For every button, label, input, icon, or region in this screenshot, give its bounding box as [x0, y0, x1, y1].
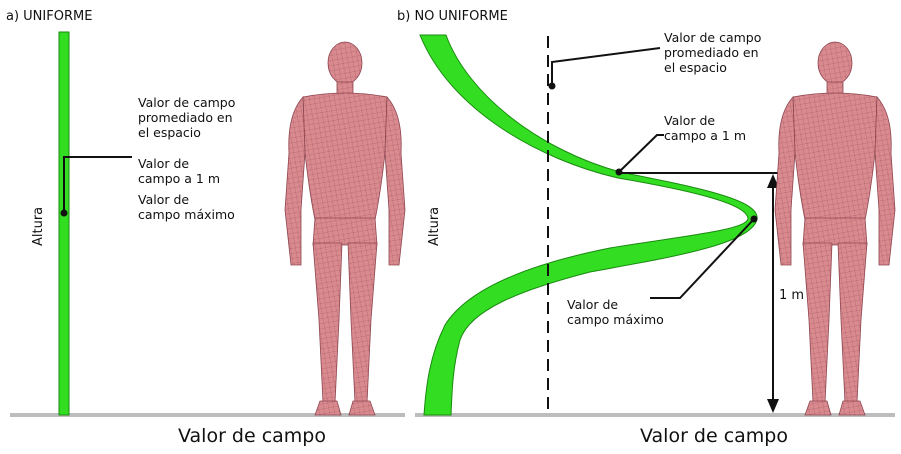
- panel-a-note-1m: Valor de campo a 1 m: [138, 156, 221, 186]
- panel-a-title: a) UNIFORME: [6, 9, 93, 24]
- leader-onem: [618, 134, 664, 173]
- panel-a-note-max: Valor de campo máximo: [138, 192, 235, 222]
- nonuniform-field-band: [419, 34, 758, 416]
- uniform-field-band: [58, 31, 70, 416]
- panel-b-note-1m: Valor de campo a 1 m: [664, 113, 747, 143]
- height-marker-label: 1 m: [779, 288, 805, 303]
- panel-a-x-axis-label: Valor de campo: [178, 425, 326, 447]
- human-figure-b: [774, 41, 896, 416]
- leader-max: [650, 218, 755, 299]
- panel-b-note-average: Valor de campo promediado en el espacio: [664, 30, 762, 75]
- panel-a-note-average: Valor de campo promediado en el espacio: [138, 95, 236, 140]
- panel-a: [10, 31, 406, 417]
- leader-average: [551, 47, 661, 86]
- panel-a-y-axis-label: Altura: [31, 206, 46, 246]
- human-figure-a: [284, 41, 406, 416]
- panel-b-note-max: Valor de campo máximo: [567, 297, 664, 327]
- panel-b-y-axis-label: Altura: [427, 206, 442, 246]
- leader-line-a: [63, 156, 132, 213]
- panel-b-x-axis-label: Valor de campo: [640, 425, 788, 447]
- height-arrow-up: [767, 174, 779, 188]
- panel-b-title: b) NO UNIFORME: [397, 9, 508, 24]
- panel-b: [415, 34, 896, 417]
- height-arrow-down: [767, 399, 779, 413]
